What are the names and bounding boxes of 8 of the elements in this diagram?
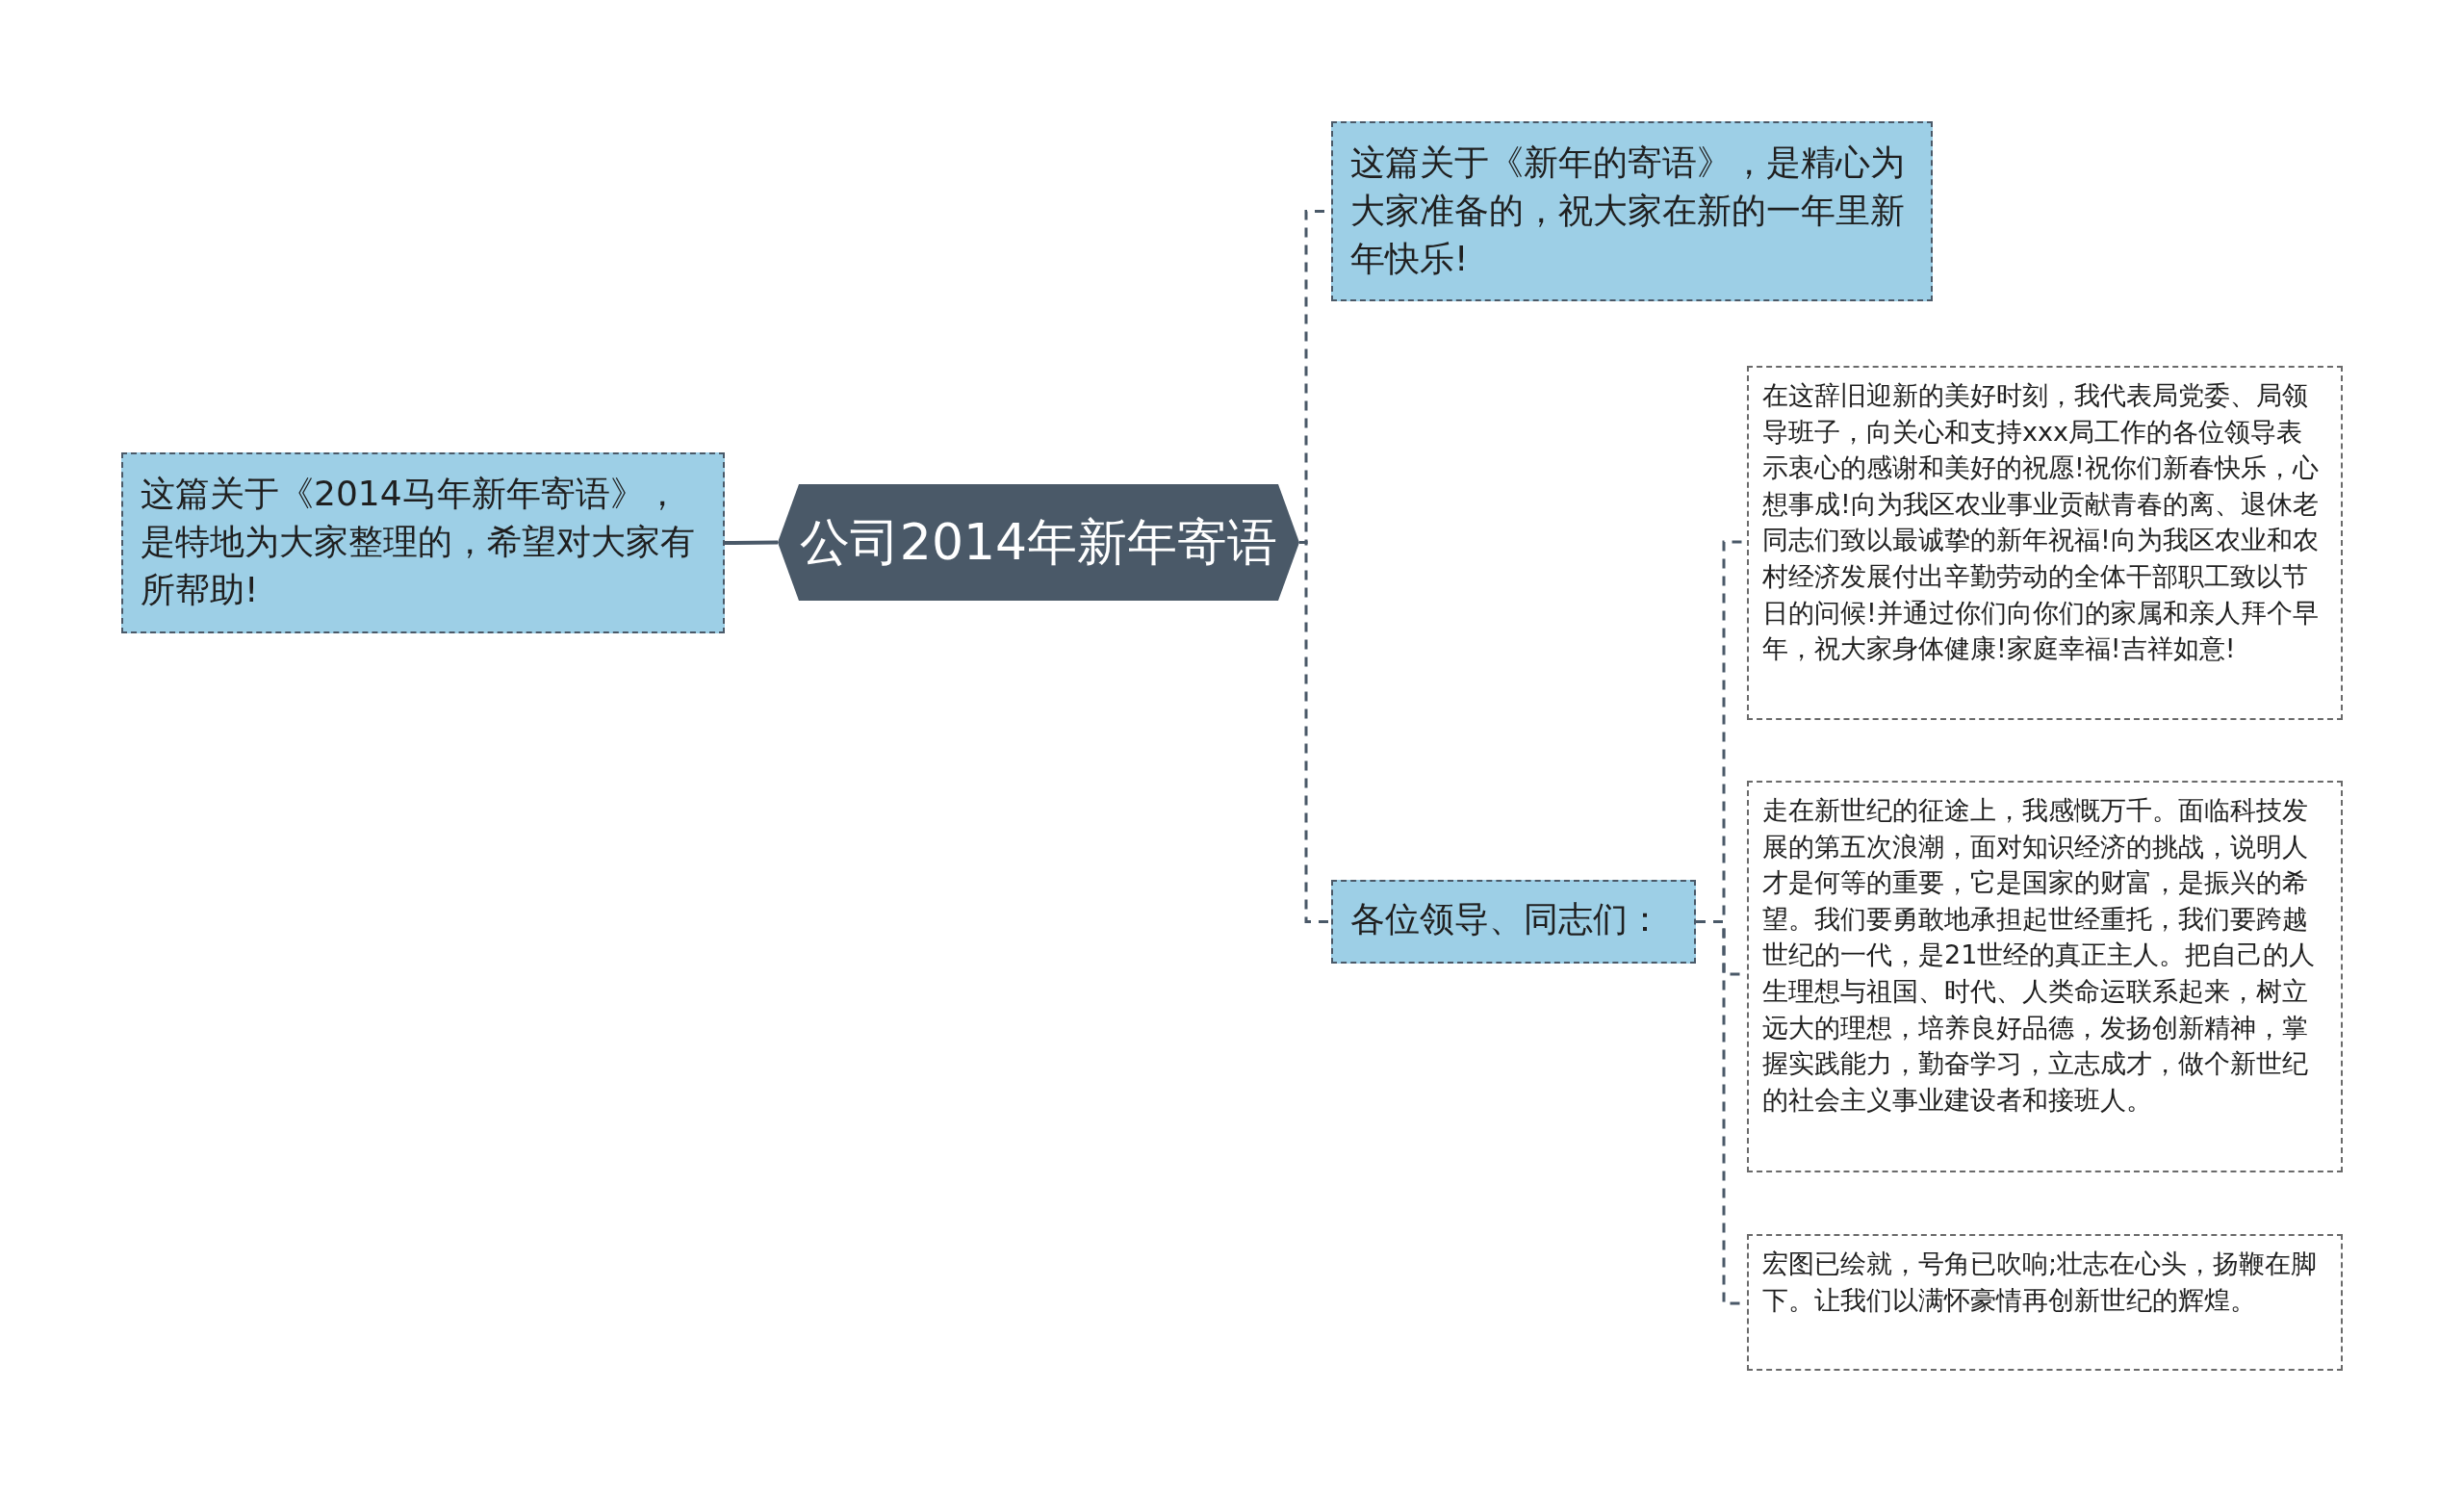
topic-box: 这篇关于《2014马年新年寄语》，是特地为大家整理的，希望对大家有所帮助!	[121, 452, 725, 633]
topic-box: 这篇关于《新年的寄语》，是精心为大家准备的，祝大家在新的一年里新年快乐!	[1331, 121, 1933, 301]
central-topic: 公司2014年新年寄语	[778, 484, 1299, 601]
topic-box: 各位领导、同志们：	[1331, 880, 1696, 964]
connector-line	[724, 540, 779, 545]
text-box: 宏图已绘就，号角已吹响;壮志在心头，扬鞭在脚下。让我们以满怀豪情再创新世纪的辉煌。	[1747, 1234, 2343, 1371]
text-box: 走在新世纪的征途上，我感慨万千。面临科技发展的第五次浪潮，面对知识经济的挑战，说明人才是何等的重要，它是国家的财富，是振兴的希望。我们要勇敢地承担起世经重托，我们要跨越世纪的一代，是21世经的真正主人。把自己的人生理想与祖国、时代、人类命运联系起来，树立远大的理想，培养良好品德，发扬创新精神，掌握实践能力，勤奋学习，立志成才，做个新世纪的社会主义事业建设者和接班人。	[1747, 781, 2343, 1172]
text-box: 在这辞旧迎新的美好时刻，我代表局党委、局领导班子，向关心和支持xxx局工作的各位领导表示衷心的感谢和美好的祝愿!祝你们新春快乐，心想事成!向为我区农业事业贡献青春的离、退休老同志们致以最诚挚的新年祝福!向为我区农业和农村经济发展付出辛勤劳动的全体干部职工致以节日的问候!并通过你们向你们的家属和亲人拜个早年，祝大家身体健康!家庭幸福!吉祥如意!	[1747, 366, 2343, 720]
